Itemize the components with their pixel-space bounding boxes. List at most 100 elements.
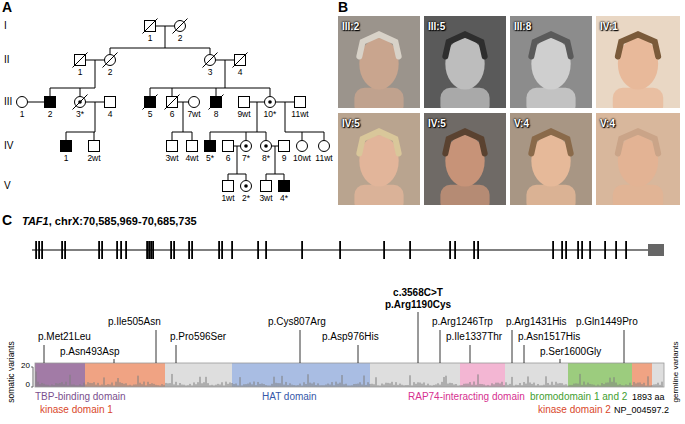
exon (152, 241, 154, 259)
variant-count-bar (226, 382, 227, 387)
exon (454, 241, 456, 259)
face (445, 135, 484, 187)
variant-count-bar (230, 382, 231, 387)
male-symbol (261, 181, 272, 192)
individual-number: 3wt (259, 194, 272, 203)
exon (218, 241, 220, 259)
variant-count-bar (90, 383, 91, 387)
pedigree-symbol (223, 181, 234, 192)
variant-count-bar (80, 384, 81, 387)
label-holder: 1 (64, 154, 69, 163)
individual-number: 10wt (293, 154, 311, 163)
face (445, 38, 484, 90)
variant-leader (176, 345, 177, 363)
photo-panel: III:8 (510, 16, 592, 108)
variant-count-bar (56, 383, 57, 387)
pedigree-line (50, 88, 51, 97)
variant-count-bar (576, 383, 577, 387)
male-symbol (279, 141, 290, 152)
variant-count-bar (474, 382, 475, 387)
variant-count-bar (358, 384, 359, 387)
pedigree-line (95, 102, 96, 132)
accession-number: NP_004597.2 (614, 406, 669, 416)
face (359, 38, 398, 90)
exon (116, 241, 118, 259)
variant-count-bar (258, 382, 259, 387)
individual-number: 2 (48, 110, 53, 119)
label-holder: V (4, 180, 11, 191)
variant-count-bar (180, 383, 181, 387)
domain-label: HAT domain (262, 391, 317, 402)
pedigree-line (172, 88, 173, 97)
pedigree-line (270, 88, 271, 97)
variant-count-bar (452, 383, 453, 387)
exon (615, 241, 617, 259)
variant-count-bar (530, 382, 531, 387)
hair (531, 131, 570, 153)
variant-count-bar (338, 384, 339, 387)
pedigree-line (285, 102, 286, 132)
domain-segment (35, 363, 85, 387)
variant-count-bar (416, 384, 417, 387)
label-holder: 2* (242, 194, 250, 203)
pedigree-symbol (61, 141, 72, 152)
pedigree-symbol (223, 141, 234, 152)
deceased-slash (143, 95, 158, 110)
male-symbol (279, 181, 290, 192)
variant-count-bar (340, 383, 341, 387)
label-holder: , chrX:70,585,969-70,685,735 (49, 215, 197, 227)
variant-count-bar (494, 384, 495, 387)
individual-number: 5* (206, 154, 214, 163)
variant-count-bar (538, 384, 539, 387)
label-holder: p.Gln1449Pro (576, 316, 638, 327)
pedigree-line (228, 174, 229, 181)
variant-label: p.Ile1337Thr (446, 331, 502, 342)
variant-count-bar (644, 383, 645, 387)
variant-leader (44, 345, 45, 363)
pedigree-line (183, 102, 184, 132)
label-holder: kinase domain 2 (538, 404, 611, 415)
domain-label: kinase domain 2 (538, 404, 611, 415)
individual-number: 9 (282, 154, 287, 163)
label-holder: 1wt (221, 194, 234, 203)
variant-count-bar (360, 382, 361, 387)
variant-count-bar (512, 377, 513, 387)
variant-count-bar (196, 384, 197, 387)
pedigree-line (210, 48, 211, 55)
variant-count-bar (222, 382, 223, 387)
label-holder: TBP-binding domain (35, 391, 126, 402)
utr-exon (648, 244, 664, 256)
variant-count-bar (496, 383, 497, 387)
individual-number: 10* (264, 110, 277, 119)
pedigree-symbol (173, 19, 188, 34)
pedigree-line (192, 132, 193, 141)
variant-count-bar (418, 382, 419, 387)
variant-count-bar (388, 383, 389, 387)
individual-number: 11wt (291, 110, 308, 119)
deceased-slash (173, 19, 188, 34)
exon (148, 241, 150, 259)
domain-segment (460, 363, 505, 387)
exon (581, 241, 583, 259)
variant-leader (358, 345, 359, 363)
variant-count-bar (142, 384, 143, 387)
variant-label: p.Gln1449Pro (576, 316, 638, 327)
variant-count-bar (640, 382, 641, 387)
variant-count-bar (138, 376, 139, 387)
female-symbol (241, 141, 252, 152)
female-symbol (297, 141, 308, 152)
variant-count-bar (162, 384, 163, 387)
exon (561, 241, 563, 259)
pedigree-symbol (319, 141, 330, 152)
generation-number: I (4, 20, 7, 31)
female-symbol (261, 141, 272, 152)
variant-count-bar (262, 383, 263, 387)
individual-number: 3* (76, 110, 84, 119)
pedigree-symbol (143, 19, 158, 34)
photo-panel: IV:5 (424, 113, 506, 205)
individual-number: 3wt (165, 154, 178, 163)
label-holder: p.Arg1431His (506, 316, 567, 327)
label-holder: IV (4, 140, 13, 151)
pedigree-line (275, 146, 276, 174)
variant-count-bar (168, 383, 169, 387)
